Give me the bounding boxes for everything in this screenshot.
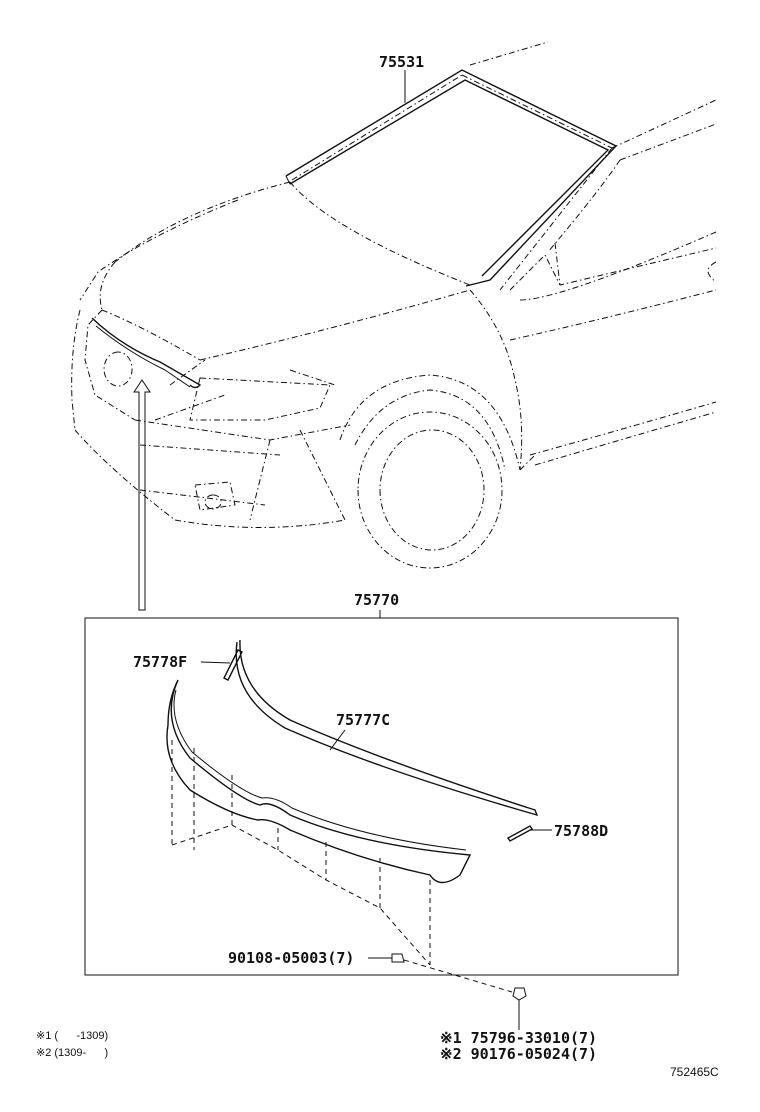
- grille-molding-detail: [166, 639, 552, 1030]
- note-2: ※2 (1309- ): [36, 1047, 108, 1059]
- location-arrow: [133, 379, 151, 611]
- detail-box: [84, 617, 679, 976]
- label-variant-2: ※2 90176-05024(7): [440, 1045, 597, 1063]
- label-75777C: 75777C: [336, 711, 390, 729]
- label-75770: 75770: [354, 591, 399, 609]
- note-1: ※1 ( -1309): [36, 1030, 108, 1042]
- car-front-illustration: [71, 41, 717, 569]
- label-90108-05003: 90108-05003(7): [228, 949, 354, 967]
- diagram-reference: 752465C: [670, 1065, 719, 1079]
- label-75531: 75531: [379, 53, 424, 71]
- label-variant-1: ※1 75796-33010(7): [440, 1029, 597, 1047]
- label-75788D: 75788D: [554, 822, 608, 840]
- label-75778F: 75778F: [133, 653, 187, 671]
